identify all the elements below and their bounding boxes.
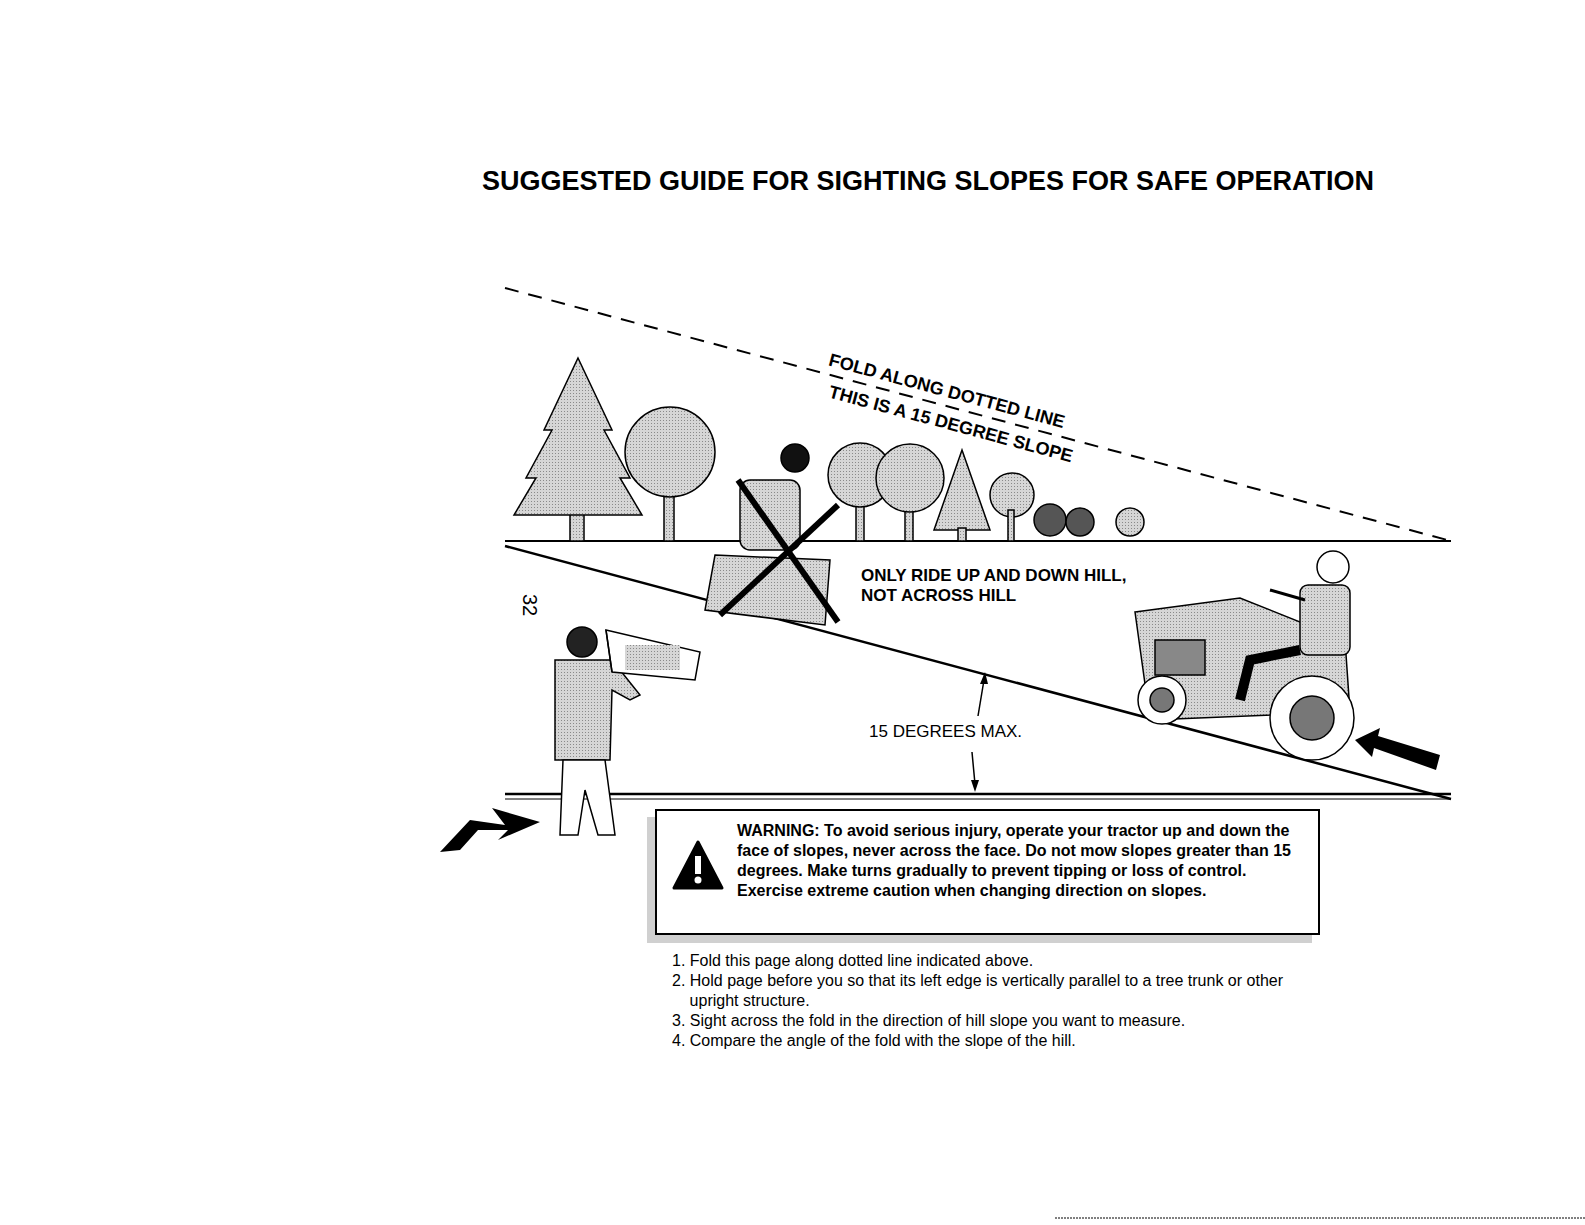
horizon-line — [505, 540, 1451, 542]
slope-line — [505, 546, 1451, 799]
step: 4. Compare the angle of the fold with th… — [672, 1031, 1330, 1051]
riding-note: ONLY RIDE UP AND DOWN HILL, NOT ACROSS H… — [861, 566, 1161, 606]
step: 1. Fold this page along dotted line indi… — [672, 951, 1330, 971]
warning-icon — [674, 842, 722, 888]
arrowhead — [971, 780, 979, 792]
leader-line — [972, 752, 975, 784]
fold-line — [505, 288, 1451, 541]
leader-line — [978, 680, 984, 716]
direction-arrow — [440, 808, 540, 852]
direction-arrow — [1355, 728, 1440, 770]
step: 2. Hold page before you so that its left… — [672, 971, 1330, 1011]
step: 3. Sight across the fold in the directio… — [672, 1011, 1330, 1031]
ground-line — [505, 793, 1451, 796]
page-rule — [1055, 1218, 1585, 1219]
page-number: 32 — [520, 594, 540, 616]
page-title: SUGGESTED GUIDE FOR SIGHTING SLOPES FOR … — [482, 166, 1374, 197]
warning-box: WARNING: To avoid serious injury, operat… — [655, 809, 1320, 935]
warning-text: WARNING: To avoid serious injury, operat… — [737, 821, 1302, 901]
person-sighting — [555, 627, 700, 835]
tractor-across-slope — [705, 444, 838, 625]
ground-line — [505, 799, 1451, 800]
angle-label: 15 DEGREES MAX. — [866, 722, 1025, 742]
arrowhead — [980, 672, 988, 684]
tractor-up-slope — [1135, 551, 1354, 760]
